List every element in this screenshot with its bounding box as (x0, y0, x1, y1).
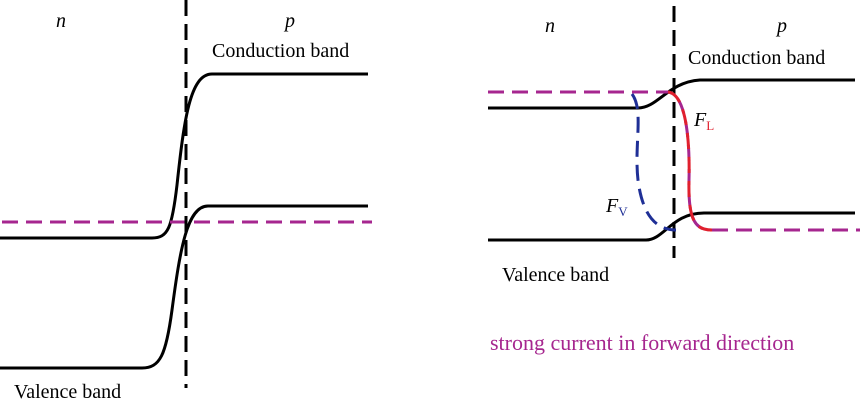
right-p-label: p (775, 15, 787, 37)
left-band-diagram: n p Conduction band Valence band (0, 0, 372, 403)
right-n-label: n (545, 15, 555, 37)
left-valence-band (0, 204, 368, 370)
hole-quasi-fermi-label: FV (605, 195, 628, 219)
left-p-label: p (283, 10, 295, 32)
right-valence-band (488, 211, 855, 242)
right-conduction-band-label: Conduction band (688, 47, 825, 69)
right-valence-band-label: Valence band (502, 264, 609, 286)
left-conduction-band (0, 72, 368, 240)
electron-quasi-fermi-level (488, 90, 713, 232)
left-valence-band-label: Valence band (14, 381, 121, 403)
right-conduction-band (488, 78, 855, 110)
left-conduction-band-label: Conduction band (212, 40, 349, 62)
electron-quasi-fermi-label: FL (693, 109, 714, 133)
forward-current-caption: strong current in forward direction (490, 330, 794, 355)
right-band-diagram: n p Conduction band Valence band FL FV s… (488, 6, 860, 355)
left-n-label: n (56, 10, 66, 32)
hole-quasi-fermi-level (630, 93, 677, 232)
